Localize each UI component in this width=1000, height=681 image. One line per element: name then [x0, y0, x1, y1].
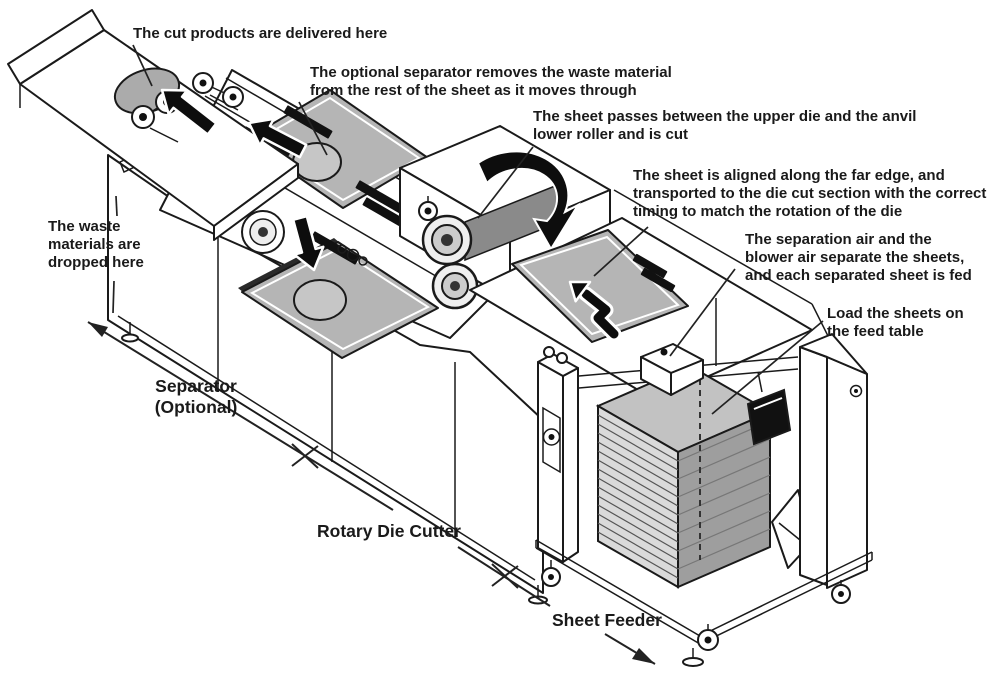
annotation-text: The sheet passes between the upper die a…	[533, 108, 916, 125]
label-sheet-feeder: Sheet Feeder	[552, 610, 662, 630]
caster-wheel-icon	[682, 624, 719, 667]
feed-deck	[469, 189, 831, 401]
annotation-text: transported to the die cut section with …	[633, 185, 986, 202]
annotation-text: from the rest of the sheet as it moves t…	[310, 82, 637, 99]
dimension-x-mark-icon	[491, 563, 519, 589]
dimension-arrowhead-icon	[88, 322, 108, 337]
annotation-text: The separation air and the	[745, 231, 932, 248]
feeder-knob-icon	[543, 346, 555, 358]
flow-arrow-delivery-icon	[160, 88, 218, 136]
annotation-text: The cut products are delivered here	[133, 25, 387, 42]
annotation-cut-products: The cut products are delivered here	[133, 25, 387, 42]
blower-unit-icon	[746, 371, 792, 446]
annotation-text: dropped here	[48, 254, 144, 271]
annotation-sheet-aligned: The sheet is aligned along the far edge,…	[633, 167, 986, 220]
leveling-foot-icon	[121, 322, 139, 343]
dimension-lines	[87, 321, 656, 665]
dimension-arrowhead-icon	[632, 648, 655, 664]
annotation-waste-materials: The waste materials are dropped here	[48, 218, 144, 271]
annotation-separation-air: The separation air and the blower air se…	[745, 231, 972, 284]
annotation-text: lower roller and is cut	[533, 126, 688, 143]
knob-icons	[337, 244, 368, 266]
annotation-text: The optional separator removes the waste…	[310, 64, 672, 81]
flow-arrow-feed-zigzag-icon	[568, 280, 622, 342]
annotation-text: blower air separate the sheets,	[745, 249, 964, 266]
anvil-roller-icon	[431, 262, 479, 310]
dimension-x-mark-icon	[291, 443, 319, 469]
flow-arrow-transport-icon	[247, 117, 308, 159]
control-dial-icon	[241, 210, 285, 254]
panel-bolt-icon	[849, 384, 863, 398]
annotation-text: materials are	[48, 236, 141, 253]
capstan-knob-icon	[418, 196, 438, 221]
section-label: Separator	[155, 376, 237, 396]
caster-wheel-icon	[528, 560, 561, 605]
upper-die-roller-icon	[421, 214, 473, 266]
sheet-feeder-unit	[528, 298, 873, 667]
annotation-text: The sheet is aligned along the far edge,…	[633, 167, 945, 184]
annotation-text: timing to match the rotation of the die	[633, 203, 902, 220]
label-separator: Separator (Optional)	[155, 376, 238, 417]
annotation-text: Load the sheets on	[827, 305, 964, 322]
annotation-text: The waste	[48, 218, 121, 235]
control-panel	[542, 406, 561, 474]
waste-cutout-ellipse	[293, 279, 347, 321]
delivery-tray	[7, 9, 299, 241]
annotation-text: and each separated sheet is fed	[745, 267, 972, 284]
leader-lines	[112, 44, 824, 415]
label-rotary-die-cutter: Rotary Die Cutter	[317, 521, 461, 541]
annotation-sheet-passes: The sheet passes between the upper die a…	[533, 108, 916, 143]
caster-wheel-icon	[831, 580, 851, 604]
feeder-knob-icon	[556, 352, 568, 364]
stack-sheet-edges	[597, 414, 679, 579]
annotation-text: the feed table	[827, 323, 924, 340]
flow-arrow-waste-drop-icon	[291, 214, 325, 272]
feeder-post	[537, 346, 579, 563]
feeder-right-panel	[799, 333, 868, 589]
suction-head	[640, 343, 704, 396]
annotation-optional-separator: The optional separator removes the waste…	[310, 64, 672, 99]
sheet-stack	[595, 364, 773, 589]
feeder-base-frame	[535, 539, 873, 645]
feeder-dial-icon	[542, 428, 561, 446]
section-label: (Optional)	[155, 397, 238, 417]
annotation-load-sheets: Load the sheets on the feed table	[827, 305, 964, 340]
